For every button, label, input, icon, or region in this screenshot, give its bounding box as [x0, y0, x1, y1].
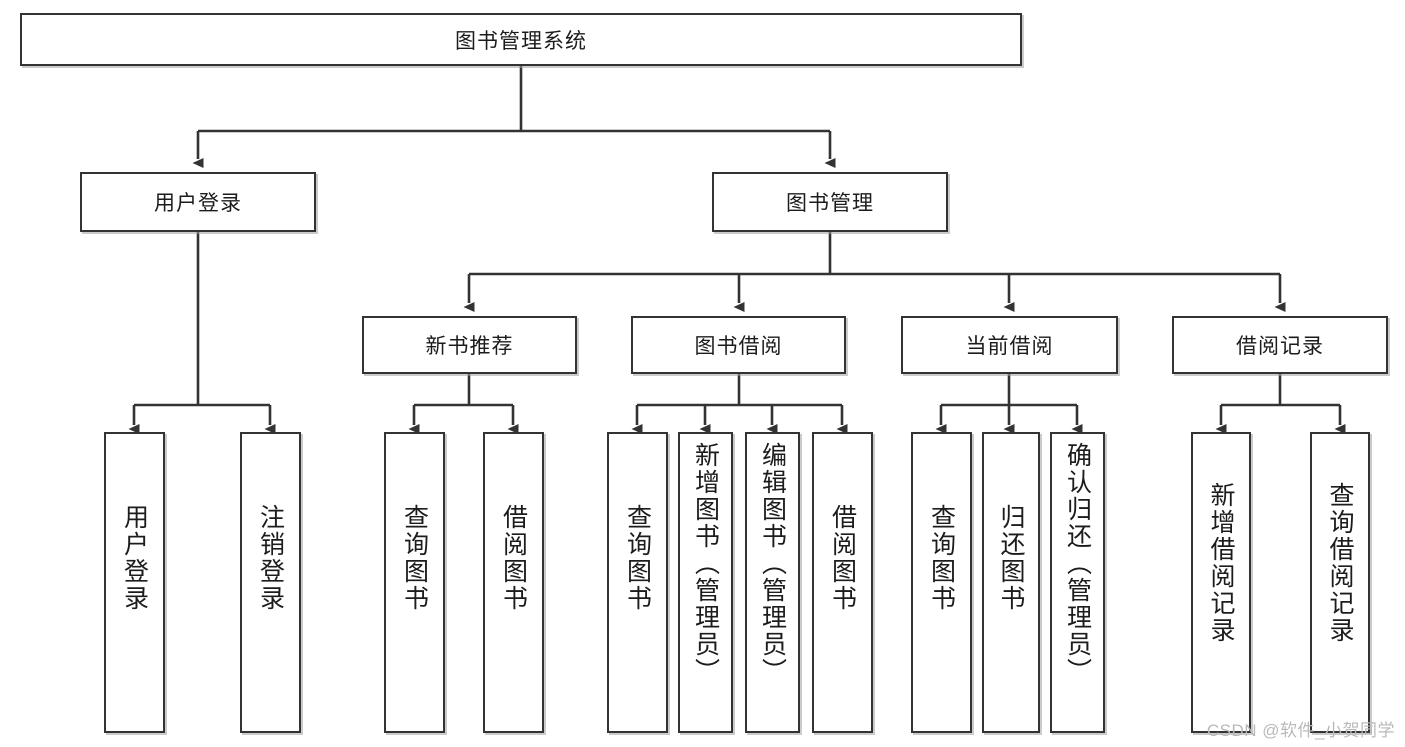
- leaf-query-book-recommend[interactable]: 查询图书: [384, 432, 445, 733]
- node-root-label: 图书管理系统: [455, 29, 587, 53]
- leaf-user-login[interactable]: 用户登录: [104, 432, 165, 733]
- leaf-add-book-admin[interactable]: 新增图书（管理员）: [678, 432, 733, 733]
- node-book-management[interactable]: 图书管理: [712, 172, 948, 232]
- leaf-query-book-borrow[interactable]: 查询图书: [607, 432, 668, 733]
- leaf-query-book-current-label: 查询图书: [927, 504, 956, 612]
- node-user-login[interactable]: 用户登录: [80, 172, 316, 232]
- node-book-borrow[interactable]: 图书借阅: [631, 316, 846, 374]
- node-borrow-record[interactable]: 借阅记录: [1172, 316, 1388, 374]
- leaf-add-borrow-record[interactable]: 新增借阅记录: [1191, 432, 1251, 733]
- leaf-query-book-current[interactable]: 查询图书: [911, 432, 972, 733]
- leaf-logout-label: 注销登录: [256, 504, 285, 612]
- leaf-return-book[interactable]: 归还图书: [982, 432, 1040, 733]
- leaf-borrow-book-label: 借阅图书: [828, 504, 857, 612]
- leaf-add-borrow-record-label: 新增借阅记录: [1207, 482, 1235, 644]
- leaf-query-book-recommend-label: 查询图书: [400, 504, 429, 612]
- leaf-query-borrow-record[interactable]: 查询借阅记录: [1310, 432, 1370, 733]
- leaf-borrow-book-recommend-label: 借阅图书: [499, 504, 528, 612]
- node-new-book-recommend-label: 新书推荐: [425, 335, 514, 358]
- leaf-edit-book-admin-label: 编辑图书（管理员）: [758, 442, 787, 685]
- leaf-user-login-label: 用户登录: [120, 504, 149, 612]
- leaf-query-book-borrow-label: 查询图书: [623, 504, 652, 612]
- leaf-borrow-book-recommend[interactable]: 借阅图书: [483, 432, 544, 733]
- node-borrow-record-label: 借阅记录: [1236, 335, 1324, 358]
- watermark: CSDN @软件_小贺同学: [1206, 721, 1395, 740]
- node-new-book-recommend[interactable]: 新书推荐: [362, 316, 577, 374]
- leaf-query-borrow-record-label: 查询借阅记录: [1326, 482, 1354, 644]
- leaf-borrow-book[interactable]: 借阅图书: [812, 432, 873, 733]
- leaf-add-book-admin-label: 新增图书（管理员）: [691, 442, 720, 685]
- leaf-return-book-label: 归还图书: [997, 504, 1025, 612]
- node-current-borrow[interactable]: 当前借阅: [901, 316, 1118, 374]
- node-book-borrow-label: 图书借阅: [694, 335, 783, 358]
- leaf-logout[interactable]: 注销登录: [240, 432, 301, 733]
- node-user-login-label: 用户登录: [154, 192, 242, 215]
- leaf-confirm-return-admin[interactable]: 确认归还（管理员）: [1050, 432, 1105, 733]
- node-current-borrow-label: 当前借阅: [965, 335, 1054, 358]
- node-root[interactable]: 图书管理系统: [20, 13, 1022, 66]
- node-book-management-label: 图书管理: [786, 192, 874, 215]
- leaf-confirm-return-admin-label: 确认归还（管理员）: [1063, 442, 1092, 685]
- leaf-edit-book-admin[interactable]: 编辑图书（管理员）: [745, 432, 800, 733]
